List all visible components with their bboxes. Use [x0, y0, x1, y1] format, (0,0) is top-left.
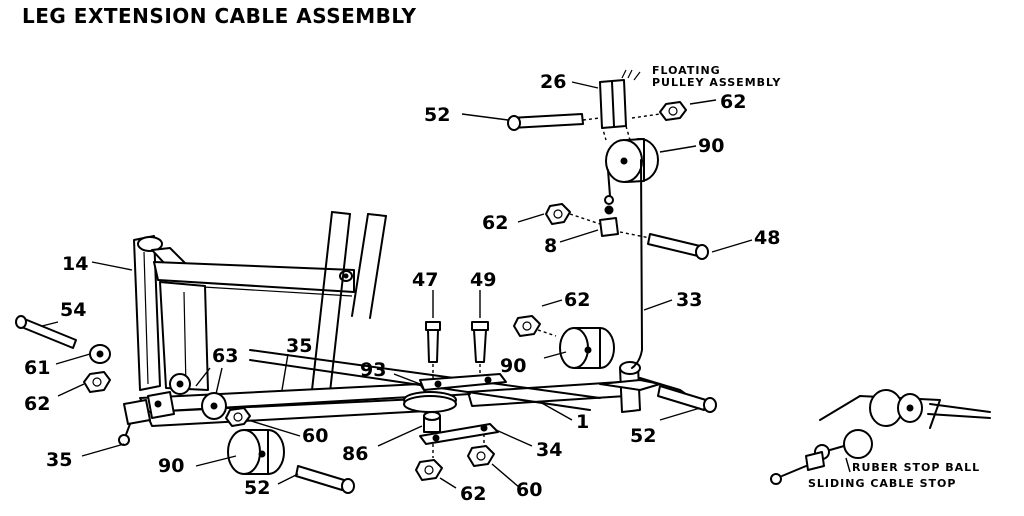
bolt-52-low [295, 465, 355, 494]
nut-60-mid [225, 407, 251, 427]
nut-62-low [415, 459, 443, 481]
callout-49: 49 [470, 269, 496, 291]
floating-pulley-note-line2: PULLEY ASSEMBLY [652, 76, 781, 89]
callout-62-low: 62 [460, 483, 486, 505]
bolt-48 [647, 233, 709, 260]
callout-26: 26 [540, 71, 566, 93]
ruber-stop-ball-note: RUBER STOP BALL [852, 461, 980, 474]
callout-61: 61 [24, 357, 50, 379]
bolt-52-right [657, 385, 717, 413]
nut-60-low [467, 445, 495, 467]
callout-62-mid: 62 [482, 212, 508, 234]
nut-62-top [631, 101, 687, 121]
callout-90-top: 90 [698, 135, 724, 157]
callout-1: 1 [576, 411, 589, 433]
callout-52-low: 52 [244, 477, 270, 499]
callout-90-mid: 90 [500, 355, 526, 377]
floating-pulley-note-line1: FLOATING [652, 64, 721, 77]
nut-62-mid [545, 203, 601, 225]
spacer-63 [169, 373, 227, 420]
diagram-title: LEG EXTENSION CABLE ASSEMBLY [22, 4, 417, 28]
callout-48: 48 [754, 227, 780, 249]
pulley-post-1 [599, 361, 701, 413]
sliding-cable-stop-note: SLIDING CABLE STOP [808, 477, 956, 490]
bolt-52-top [507, 113, 601, 131]
cable-33 [607, 159, 643, 369]
callout-62-left: 62 [24, 393, 50, 415]
leader-lines [41, 81, 851, 489]
callout-8: 8 [544, 235, 557, 257]
callout-54: 54 [60, 299, 86, 321]
upright-frame-14 [133, 235, 355, 391]
callout-62-top: 62 [720, 91, 746, 113]
pulley-90-top [605, 138, 659, 183]
callout-60-mid: 60 [302, 425, 328, 447]
callout-62-right: 62 [564, 289, 590, 311]
callout-35-mid: 35 [286, 335, 312, 357]
plate-34 [419, 423, 499, 458]
bolt-54 [15, 315, 77, 349]
callout-47: 47 [412, 269, 438, 291]
inset-cable-stop [770, 389, 991, 485]
callout-60-low: 60 [516, 479, 542, 501]
clevis-8 [599, 195, 651, 239]
callout-34: 34 [536, 439, 562, 461]
callout-86: 86 [342, 443, 368, 465]
bolt-47 [425, 321, 441, 378]
nut-62-left [83, 371, 111, 393]
spacer-86 [423, 411, 441, 433]
callout-52-right: 52 [630, 425, 656, 447]
callout-93: 93 [360, 359, 386, 381]
callout-90-low: 90 [158, 455, 184, 477]
callout-14: 14 [62, 253, 88, 275]
callout-35-low: 35 [46, 449, 72, 471]
pulley-90-mid [559, 327, 615, 369]
callout-52-top: 52 [424, 104, 450, 126]
floating-pulley-bracket-26 [599, 69, 641, 141]
washer-61 [89, 344, 111, 364]
callout-63: 63 [212, 345, 238, 367]
pivot-35-low [118, 391, 175, 446]
bolt-49 [471, 321, 489, 382]
pulley-90-low [227, 429, 285, 475]
nut-62-right [513, 315, 557, 337]
callout-33: 33 [676, 289, 702, 311]
plate-93 [403, 373, 507, 413]
